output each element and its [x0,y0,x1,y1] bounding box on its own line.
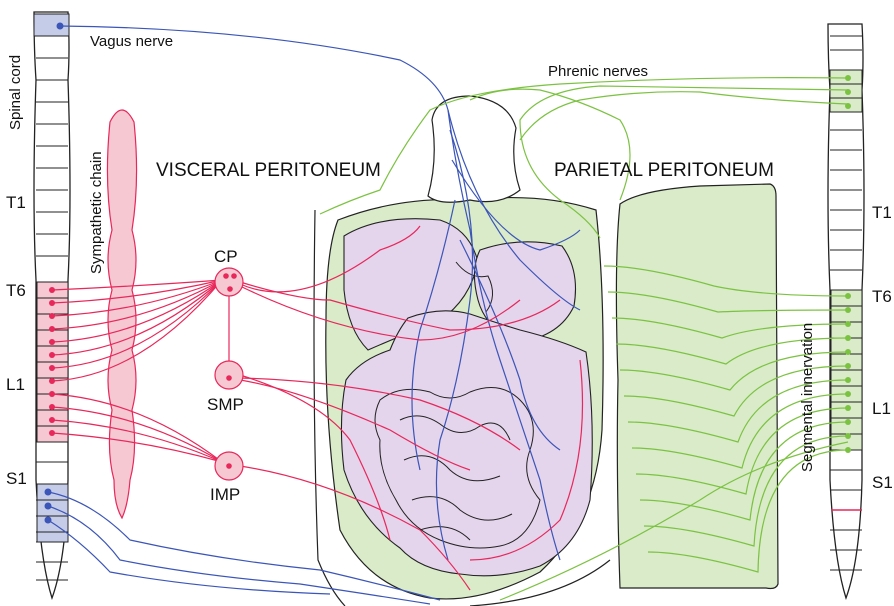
left-level-s1: S1 [6,469,27,488]
parietal-peritoneum-panel [616,184,778,589]
celiac-plexus [215,268,243,296]
vagal-segment-top [34,14,69,36]
right-level-t6: T6 [872,287,892,306]
right-level-t1: T1 [872,203,892,222]
parietal-peritoneum-title: PARIETAL PERITONEUM [554,160,774,181]
left-level-t1: T1 [6,193,26,212]
phrenic-nerves-label: Phrenic nerves [548,63,648,80]
right-level-s1: S1 [872,473,893,492]
segmental-innervation-label: Segmental innervation [799,323,816,472]
imp-label: IMP [210,485,240,504]
superior-mesenteric-plexus [215,361,243,389]
left-level-t6: T6 [6,281,26,300]
right-level-l1: L1 [872,399,891,418]
vagus-nerve-label: Vagus nerve [90,33,173,50]
left-level-l1: L1 [6,375,25,394]
viscera [341,219,592,576]
smp-label: SMP [207,395,244,414]
spinal-cord-label: Spinal cord [7,55,24,130]
sympathetic-chain [107,110,136,518]
cp-label: CP [214,247,238,266]
visceral-peritoneum-title: VISCERAL PERITONEUM [156,160,381,181]
sympathetic-chain-label: Sympathetic chain [88,151,105,274]
inferior-mesenteric-plexus [215,452,243,480]
